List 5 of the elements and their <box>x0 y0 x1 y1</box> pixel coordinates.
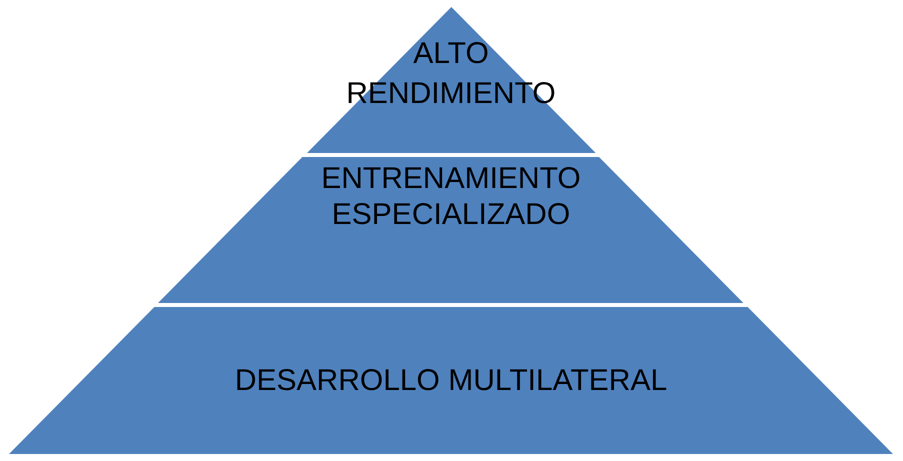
tier-label: ENTRENAMIENTO ESPECIALIZADO <box>320 161 582 233</box>
pyramid-tier <box>306 7 596 153</box>
pyramid-tier <box>9 307 893 454</box>
tier-label: DESARROLLO MULTILATERAL <box>234 362 668 398</box>
pyramid-tier <box>158 157 744 303</box>
